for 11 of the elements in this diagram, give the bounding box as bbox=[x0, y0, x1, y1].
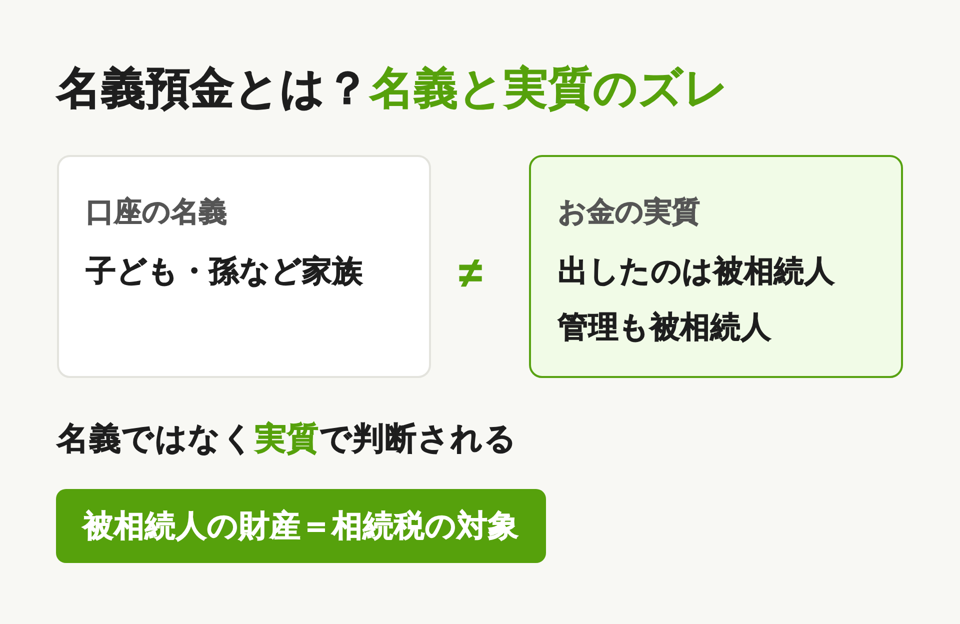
card-text: 出したのは被相続人 bbox=[558, 256, 835, 288]
conclusion-text: 名義ではなく実質で判断される bbox=[57, 421, 518, 455]
card-heading: 口座の名義 bbox=[86, 197, 227, 227]
result-banner: 被相続人の財産＝相続税の対象 bbox=[56, 489, 546, 563]
highlight-card bbox=[529, 155, 903, 378]
card-text: 管理も被相続人 bbox=[558, 312, 772, 344]
not-equal-sign: ≠ bbox=[459, 251, 482, 295]
title: 名義預金とは？名義と実質のズレ bbox=[57, 66, 730, 112]
card-text: 子ども・孫など家族 bbox=[86, 256, 363, 288]
info-card bbox=[57, 155, 431, 378]
card-heading: お金の実質 bbox=[558, 197, 700, 227]
